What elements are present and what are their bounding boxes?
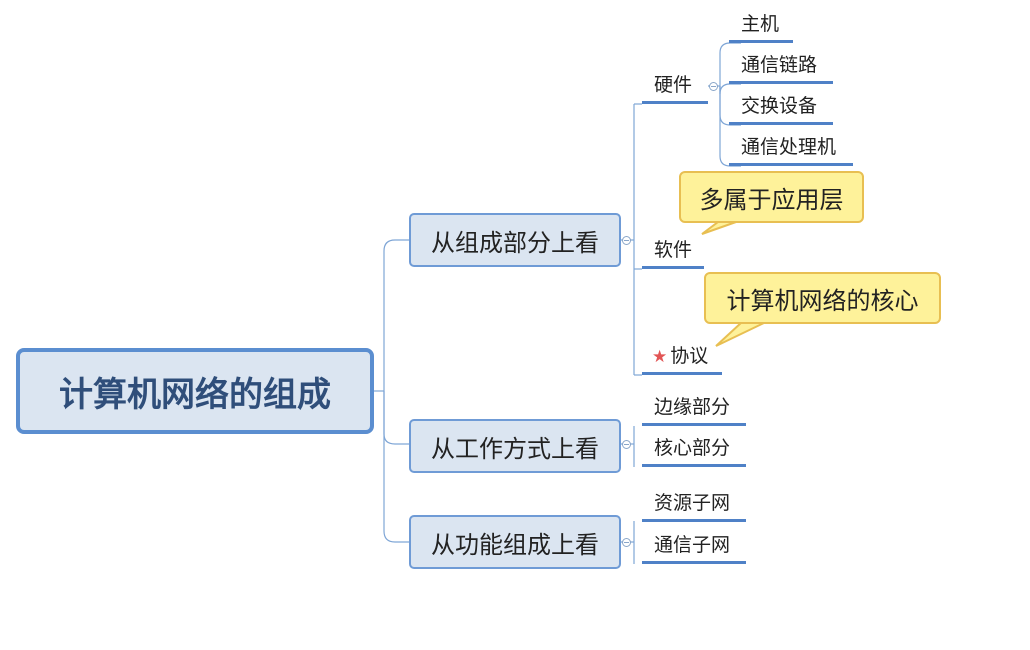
subtopic-label: 主机: [741, 13, 780, 35]
callout-text: 计算机网络的核心: [726, 286, 919, 315]
callout-software-note[interactable]: 多属于应用层: [679, 171, 864, 223]
subtopic-core-part[interactable]: 核心部分: [642, 435, 746, 467]
collapse-toggle-icon[interactable]: [622, 440, 631, 449]
branch-topic-composition[interactable]: 从组成部分上看: [409, 213, 621, 267]
branch-topic-label: 从组成部分上看: [431, 228, 599, 257]
subtopic-label: 软件: [654, 239, 693, 261]
subtopic-protocol[interactable]: ★协议: [642, 343, 722, 375]
subtopic-software[interactable]: 软件: [642, 237, 704, 269]
root-topic-label: 计算机网络的组成: [59, 374, 331, 415]
subtopic-host[interactable]: 主机: [729, 11, 793, 43]
subtopic-label: 硬件: [654, 74, 693, 96]
subtopic-label: 交换设备: [741, 95, 818, 117]
subtopic-comm-link[interactable]: 通信链路: [729, 52, 833, 84]
subtopic-label: 通信子网: [654, 534, 731, 556]
subtopic-comm-processor[interactable]: 通信处理机: [729, 134, 853, 166]
subtopic-comm-subnet[interactable]: 通信子网: [642, 532, 746, 564]
root-topic[interactable]: 计算机网络的组成: [16, 348, 374, 434]
subtopic-label: 协议: [670, 345, 709, 367]
callout-text: 多属于应用层: [699, 185, 844, 214]
subtopic-label: 通信处理机: [741, 136, 837, 158]
subtopic-label: 核心部分: [654, 437, 731, 459]
subtopic-resource-subnet[interactable]: 资源子网: [642, 490, 746, 522]
branch-topic-function[interactable]: 从功能组成上看: [409, 515, 621, 569]
subtopic-label: 边缘部分: [654, 396, 731, 418]
collapse-toggle-icon[interactable]: [622, 236, 631, 245]
collapse-toggle-icon[interactable]: [622, 538, 631, 547]
collapse-toggle-icon[interactable]: [709, 82, 718, 91]
subtopic-hardware[interactable]: 硬件: [642, 72, 708, 104]
branch-topic-working-mode[interactable]: 从工作方式上看: [409, 419, 621, 473]
subtopic-label: 通信链路: [741, 54, 818, 76]
branch-topic-label: 从功能组成上看: [431, 530, 599, 559]
subtopic-switch-device[interactable]: 交换设备: [729, 93, 833, 125]
subtopic-edge-part[interactable]: 边缘部分: [642, 394, 746, 426]
callout-protocol-note[interactable]: 计算机网络的核心: [704, 272, 941, 324]
subtopic-label: 资源子网: [654, 492, 731, 514]
branch-topic-label: 从工作方式上看: [431, 434, 599, 463]
star-icon: ★: [652, 347, 668, 367]
